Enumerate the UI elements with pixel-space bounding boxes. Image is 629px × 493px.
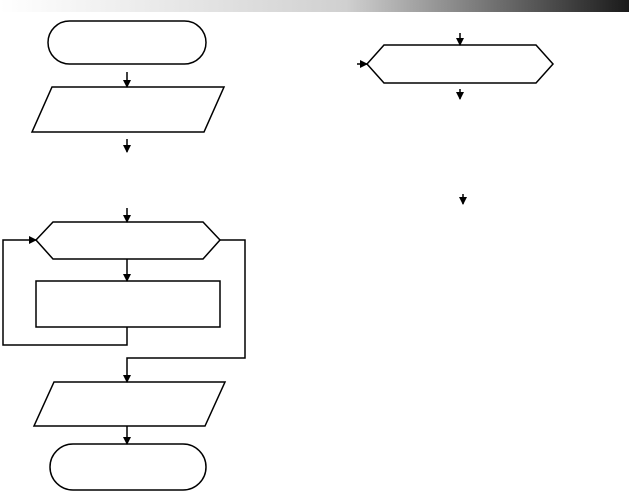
output-parallelogram xyxy=(32,381,227,427)
loop-condition-hexagon xyxy=(34,221,222,260)
end-terminator xyxy=(49,443,207,491)
input-parallelogram xyxy=(30,86,226,133)
start-terminator xyxy=(47,20,207,65)
right-condition-hexagon xyxy=(365,44,555,84)
loop-back-path xyxy=(2,236,128,346)
header-gradient-bar xyxy=(0,0,629,12)
loop-body-process xyxy=(35,280,221,328)
loop-exit-path xyxy=(123,239,246,383)
